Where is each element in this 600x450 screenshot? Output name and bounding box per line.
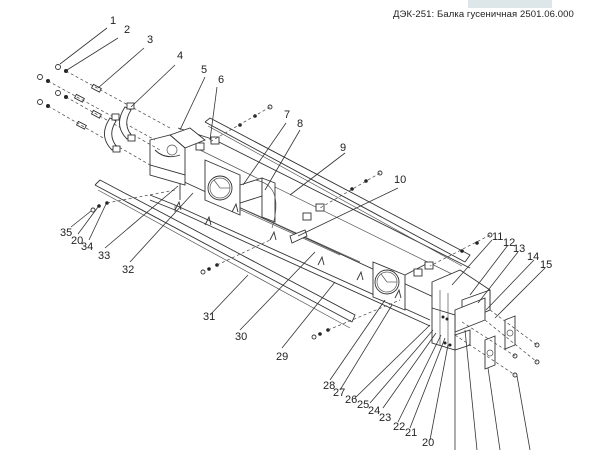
callout-23[interactable]: 23 bbox=[379, 412, 391, 424]
fasteners bbox=[37, 64, 540, 378]
callout-5[interactable]: 5 bbox=[201, 64, 207, 76]
callout-1[interactable]: 1 bbox=[110, 15, 116, 27]
callout-30[interactable]: 30 bbox=[235, 331, 247, 343]
callout-6[interactable]: 6 bbox=[218, 74, 224, 86]
front-bracket bbox=[149, 127, 206, 186]
callout-24[interactable]: 24 bbox=[368, 405, 380, 417]
rear-end-assembly bbox=[431, 269, 516, 370]
callout-10[interactable]: 10 bbox=[394, 174, 406, 186]
callout-labels: 1 2 3 4 5 6 7 8 9 10 11 12 13 14 15 35 2… bbox=[60, 15, 552, 449]
callout-29[interactable]: 29 bbox=[276, 351, 288, 363]
callout-20-right[interactable]: 20 bbox=[422, 437, 434, 449]
callout-2[interactable]: 2 bbox=[124, 24, 130, 36]
callout-28[interactable]: 28 bbox=[323, 380, 335, 392]
callout-13[interactable]: 13 bbox=[513, 243, 525, 255]
callout-9[interactable]: 9 bbox=[340, 142, 346, 154]
callout-25[interactable]: 25 bbox=[357, 399, 369, 411]
diagram-title: ДЭК-251: Балка гусеничная 2501.06.000 bbox=[393, 9, 574, 20]
callout-14[interactable]: 14 bbox=[527, 251, 539, 263]
callout-33[interactable]: 33 bbox=[98, 250, 110, 262]
callout-27[interactable]: 27 bbox=[333, 387, 345, 399]
lower-rail bbox=[94, 179, 356, 329]
callout-8[interactable]: 8 bbox=[297, 118, 303, 130]
callout-34[interactable]: 34 bbox=[81, 241, 93, 253]
callout-4[interactable]: 4 bbox=[177, 50, 183, 62]
callout-22[interactable]: 22 bbox=[393, 421, 405, 433]
callout-20-left[interactable]: 20 bbox=[71, 235, 83, 247]
track-beam bbox=[149, 127, 471, 327]
callout-11[interactable]: 11 bbox=[492, 231, 503, 243]
callout-32[interactable]: 32 bbox=[122, 264, 134, 276]
callout-21[interactable]: 21 bbox=[405, 427, 417, 439]
top-strip bbox=[468, 0, 552, 8]
top-rail bbox=[204, 117, 471, 267]
callout-31[interactable]: 31 bbox=[203, 311, 215, 323]
leader-lines bbox=[59, 27, 546, 450]
callout-3[interactable]: 3 bbox=[147, 34, 153, 46]
callout-35[interactable]: 35 bbox=[60, 227, 72, 239]
callout-15[interactable]: 15 bbox=[540, 259, 552, 271]
callout-26[interactable]: 26 bbox=[345, 394, 357, 406]
callout-7[interactable]: 7 bbox=[284, 109, 290, 121]
callout-12[interactable]: 12 bbox=[503, 237, 515, 249]
